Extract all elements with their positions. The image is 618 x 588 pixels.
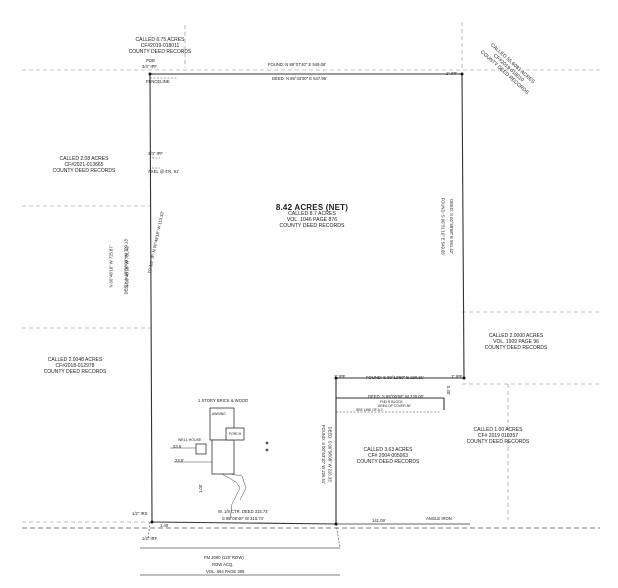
- angle-iron: ANGLE IRON: [426, 516, 452, 521]
- west-line-3: N 00°48'18" W 731.42': [124, 245, 130, 288]
- adjoiner-north-1: CALLED 6.75 ACRES: [135, 37, 185, 43]
- tract-called-2: VOL. 1046 PAGE 876: [286, 217, 338, 224]
- inset-pin-left: 1" IPF: [334, 374, 346, 379]
- adjoiner-west-lower: CALLED 2.0048 ACRES CF#2018-012978 COUNT…: [25, 357, 125, 375]
- west-pin-2: AXEL @ 4'N, 81': [148, 169, 180, 174]
- adjoiner-north: CALLED 6.75 ACRES CF#2019-018011 COUNTY …: [110, 37, 210, 55]
- row-pin-line: [335, 523, 341, 549]
- road-acq: ROW ACQ.: [212, 562, 234, 567]
- inset-found-bearing: FOUND: S 89°12'50" E 220.31': [366, 375, 424, 380]
- fence-note-3: SEE LINE OF A 2: [356, 408, 383, 412]
- walkway: [229, 473, 247, 501]
- adjoiner-southeast-1: CALLED 1.00 ACRES: [473, 427, 523, 433]
- adjoiner-west-lower-2: CF#2018-012978: [55, 362, 95, 369]
- adjoiner-west-lower-1: CALLED 2.0048 ACRES: [47, 357, 103, 363]
- corner-inset-nw: [334, 376, 338, 380]
- east-deed-bearing: DEED: S 00°58'08" E 551.42': [448, 199, 454, 254]
- east-found-bearing: FOUND: S 00°51'10" E 549.05': [440, 197, 446, 256]
- adjoiner-southeast: CALLED 1.00 ACRES CF# 2019 010357 COUNTY…: [448, 427, 548, 445]
- adjoiner-west-upper: CALLED 2.08 ACRES CF#2021-013665 COUNTY …: [34, 156, 134, 174]
- driveway: [221, 473, 241, 521]
- adjoiner-west-upper-1: CALLED 2.08 ACRES: [59, 156, 109, 162]
- north-found-bearing: FOUND: N 89°07'40" E 549.06': [268, 62, 327, 67]
- tract-called-1: CALLED 8.7 ACRES: [288, 211, 336, 218]
- tract-acreage: 8.42 ACRES (NET): [275, 203, 349, 212]
- corner-se: [334, 522, 338, 526]
- corner-ne: [460, 72, 464, 76]
- adjoiner-east-3: COUNTY DEED RECORDS: [484, 344, 548, 351]
- pin-leader: [147, 521, 151, 541]
- house-label: 1 STORY BRICK & WOOD: [198, 398, 249, 403]
- west-line-1: N 00°48'18" W 725.87': [108, 245, 114, 288]
- corner-sw: [150, 520, 154, 524]
- adjoiner-east: CALLED 2.0000 ACRES VOL. 1909 PAGE 96 CO…: [466, 333, 566, 351]
- well-house-label: WELL HOUSE: [178, 438, 202, 442]
- house-wing: [211, 439, 235, 475]
- porch-block: [225, 427, 245, 441]
- inset-corner: 0.40': [445, 386, 451, 395]
- fence-note-1: FND N BLOCK: [380, 400, 403, 404]
- adjoiner-southeast-2: CF# 2019 010357: [477, 432, 519, 439]
- tree-2: [265, 448, 269, 452]
- inset-west-found: FOUND: S 00°53'10" W 226.51': [321, 425, 326, 484]
- pob-pin: 3/4" IPF: [142, 64, 157, 69]
- porch-label: PORCH: [229, 432, 242, 436]
- road-name: FM 2090 (120' ROW): [204, 555, 244, 560]
- adjoiner-inset-2: CF# 2004 005063: [367, 452, 409, 459]
- north-deed-bearing: DEED: N 89°43'00" E 547.96': [272, 76, 327, 81]
- adjoiner-inset-3: COUNTY DEED RECORDS: [356, 458, 420, 465]
- distance-a: 33.5: [173, 444, 182, 449]
- well-house: [195, 443, 207, 455]
- adjoiner-inset-1: CALLED 3.63 ACRES: [363, 447, 413, 453]
- distance-b: 23.5': [175, 458, 184, 463]
- awning-label: AWNING: [212, 412, 226, 416]
- adjoiner-north-2: CF#2019-018011: [140, 42, 180, 49]
- fence-note-2: AREA OF COVER 80': [378, 404, 412, 408]
- inset-pin-right: 1" IPF: [451, 374, 463, 379]
- road-pin: 1/2" IRF: [142, 536, 158, 541]
- inset-deed-bearing: DEED: S 89°00'00" W 220.00': [368, 394, 424, 399]
- adjoiner-southeast-3: COUNTY DEED RECORDS: [466, 438, 530, 445]
- corner-pob: [148, 72, 152, 76]
- sw-pin: 1/2" IRS: [132, 511, 148, 516]
- ne-pin: 1" IPF: [446, 71, 458, 76]
- fenceline-label: FENCELINE: [146, 79, 170, 84]
- adjoiner-east-1: CALLED 2.0000 ACRES: [488, 333, 544, 339]
- tract-called-3: COUNTY DEED RECORDS: [279, 223, 345, 230]
- inset-west-deed: DEED: S 00°58'08" W 226.33': [327, 426, 333, 483]
- corner-inset-ne: [462, 376, 466, 380]
- south-main-bearing: S 89°08'40" W 315.74': [222, 516, 264, 521]
- adjoiner-north-3: COUNTY DEED RECORDS: [128, 48, 192, 55]
- west-pin-1: 3/4" IPF: [148, 151, 163, 156]
- tract-label: 8.42 ACRES (NET) CALLED 8.7 ACRES VOL. 1…: [262, 203, 362, 230]
- south-right-distance: 141.09': [372, 518, 386, 523]
- adjoiner-west-upper-2: CF#2021-013665: [64, 161, 104, 168]
- south-left-distance: 1.40: [160, 523, 169, 528]
- tree-1: [265, 441, 269, 445]
- south-deed-bearing: W. 1/8 CTR. DEED 315.74': [218, 509, 269, 514]
- adjoiner-west-lower-3: COUNTY DEED RECORDS: [43, 368, 107, 375]
- adjoiner-east-2: VOL. 1909 PAGE 96: [493, 338, 539, 345]
- distance-c: 1.00': [197, 484, 203, 493]
- adjoiner-inset: CALLED 3.63 ACRES CF# 2004 005063 COUNTY…: [338, 447, 438, 465]
- pob-label: POB: [146, 58, 155, 63]
- road-vol: VOL. 664 PAGE 389: [206, 569, 245, 574]
- adjoiner-west-upper-3: COUNTY DEED RECORDS: [52, 167, 116, 174]
